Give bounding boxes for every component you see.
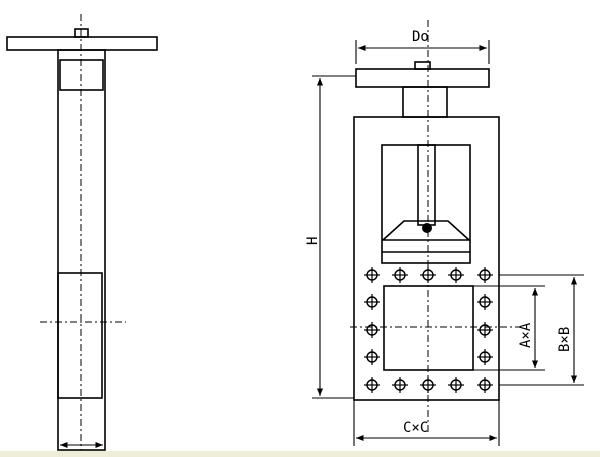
gate-wedge xyxy=(380,220,472,241)
bolt-hole-icon xyxy=(392,377,408,393)
bxb-label: B×B xyxy=(557,327,573,352)
bolt-hole-icon xyxy=(364,349,380,365)
cxc-label: C×C xyxy=(403,420,428,436)
side-handwheel-plate xyxy=(6,36,158,51)
bolt-hole-icon xyxy=(477,267,493,283)
side-flange-section xyxy=(57,272,103,399)
bolt-hole-icon xyxy=(364,322,380,338)
axa-label: A×A xyxy=(518,322,534,348)
flow-opening xyxy=(383,285,474,371)
stem-pin xyxy=(422,223,432,233)
bolt-hole-icon xyxy=(364,267,380,283)
h-label: H xyxy=(305,237,321,245)
bolt-hole-icon xyxy=(477,349,493,365)
bolt-hole-icon xyxy=(477,294,493,310)
d0-label: Do xyxy=(412,29,429,45)
bolt-hole-icon xyxy=(477,377,493,393)
valve-body xyxy=(353,116,500,401)
bolt-hole-icon xyxy=(448,377,464,393)
bottom-strip xyxy=(0,451,600,457)
bolt-hole-icon xyxy=(364,377,380,393)
yoke-neck xyxy=(402,86,448,118)
gate-stem xyxy=(417,144,436,226)
bolt-holes xyxy=(364,267,493,393)
bolt-hole-icon xyxy=(448,267,464,283)
gate-housing xyxy=(381,144,471,264)
stem-knob xyxy=(414,61,431,70)
side-view xyxy=(6,14,158,451)
bolt-hole-icon xyxy=(392,267,408,283)
bolt-hole-icon xyxy=(477,322,493,338)
handwheel-plate xyxy=(355,68,490,88)
bolt-hole-icon xyxy=(364,294,380,310)
front-view: Do xyxy=(305,20,584,446)
